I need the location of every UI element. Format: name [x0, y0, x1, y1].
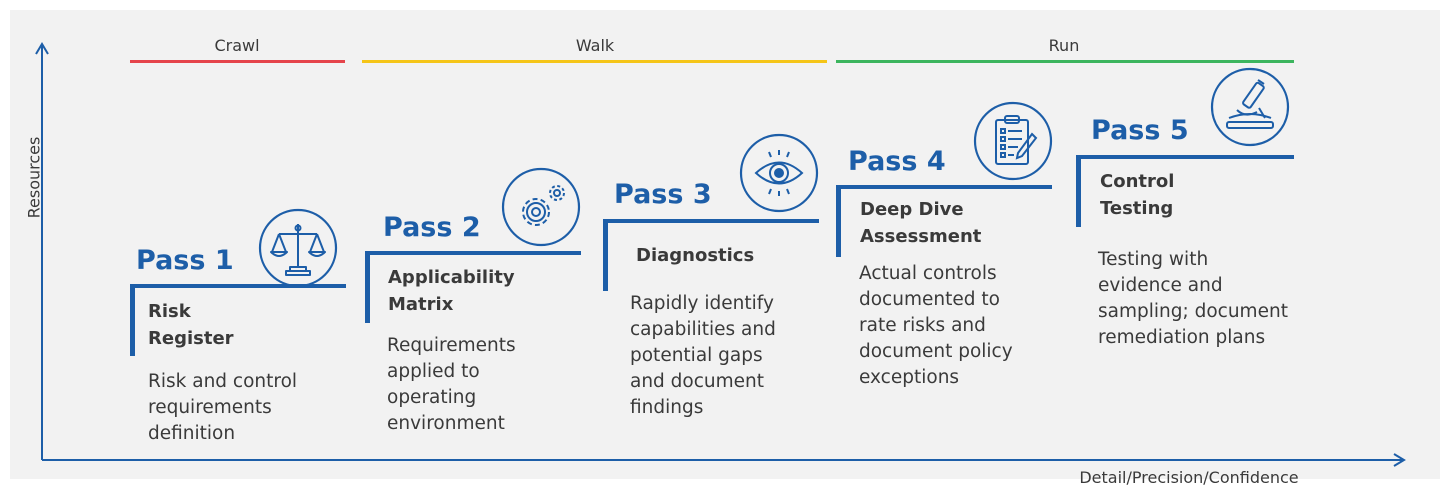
pass-5-title: Pass 5: [1091, 115, 1189, 146]
clipboard-checklist-icon: [972, 100, 1054, 182]
axes: [35, 42, 1406, 467]
pass-1-title: Pass 1: [136, 245, 234, 276]
phase-line-walk: [362, 60, 827, 63]
balance-scale-icon: [257, 207, 339, 289]
diagram-panel: Resources Detail/Precision/Confidence Cr…: [10, 10, 1440, 487]
pass-4-step-top: [836, 185, 1052, 189]
y-axis-label: Resources: [24, 136, 44, 219]
pass-2-step-riser: [365, 251, 370, 323]
pass-3-title: Pass 3: [614, 179, 712, 210]
phase-label-crawl: Crawl: [214, 36, 260, 55]
pass-5-step-riser: [1076, 155, 1081, 227]
x-axis-label: Detail/Precision/Confidence: [1079, 468, 1299, 487]
pass-3-name: Diagnostics: [636, 245, 755, 266]
phase-label-run: Run: [1048, 36, 1080, 55]
microscope-icon: [1209, 66, 1291, 148]
pass-1-step-riser: [130, 284, 135, 356]
phase-line-run: [836, 60, 1294, 63]
phase-label-walk: Walk: [575, 36, 615, 55]
pass-2-name: Applicability Matrix: [388, 267, 515, 315]
pass-4-description: Actual controls documented to rate risks…: [859, 263, 1013, 388]
pass-2-description: Requirements applied to operating enviro…: [387, 335, 516, 434]
pass-1-step-top: [130, 284, 346, 288]
pass-4-title: Pass 4: [848, 146, 946, 177]
pass-5-step-top: [1076, 155, 1294, 159]
pass-4-name: Deep Dive Assessment: [860, 199, 982, 247]
pass-3-description: Rapidly identify capabilities and potent…: [630, 293, 776, 418]
pass-3-step-top: [603, 219, 819, 223]
pass-4-step-riser: [836, 185, 841, 257]
phase-line-crawl: [130, 60, 345, 63]
y-axis-arrow: [35, 42, 49, 55]
x-axis-arrow: [1393, 453, 1406, 467]
pass-1-description: Risk and control requirements definition: [148, 371, 298, 444]
pass-2-step-top: [365, 251, 581, 255]
pass-2-title: Pass 2: [383, 212, 481, 243]
pass-5-description: Testing with evidence and sampling; docu…: [1098, 249, 1288, 348]
gears-icon: [500, 166, 582, 248]
eye-icon: [738, 132, 820, 214]
pass-5-name: Control Testing: [1100, 171, 1175, 219]
pass-3-step-riser: [603, 219, 608, 291]
pass-1-name: Risk Register: [148, 301, 234, 349]
